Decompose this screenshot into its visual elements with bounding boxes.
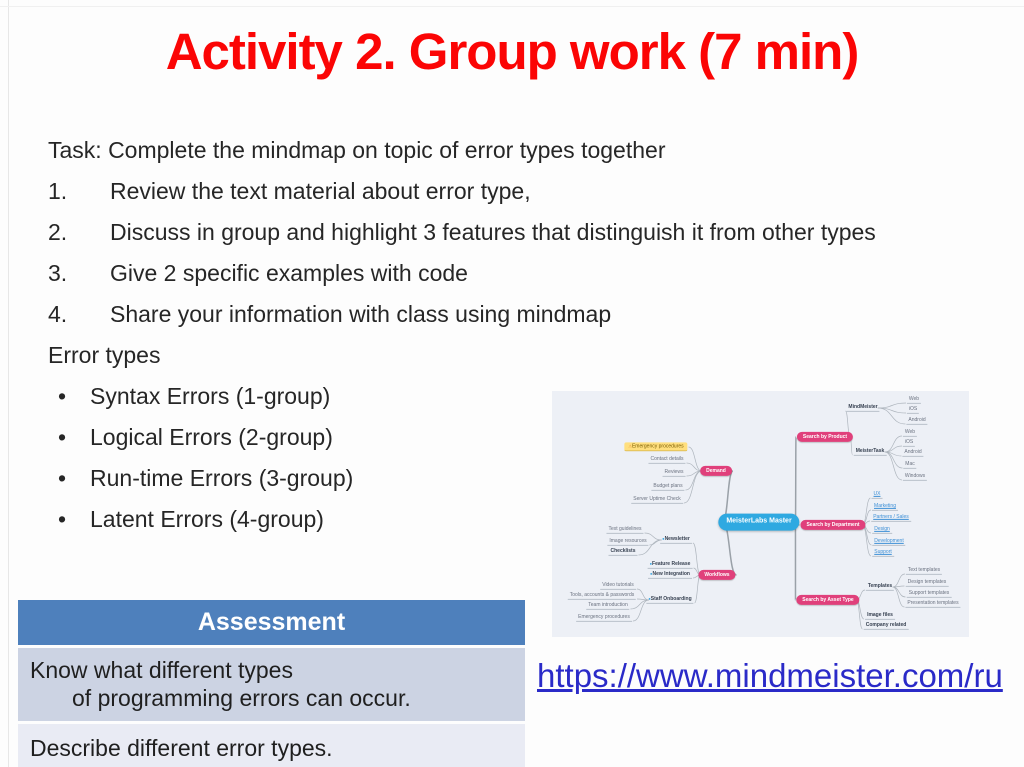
item-text: Discuss in group and highlight 3 feature… [110,219,876,245]
mindmap-node-u2: Marketing [872,503,898,512]
mindmap-node-dept: Search by Department [800,519,866,531]
mindmap-node-s4: Emergency procedures [576,614,632,623]
mindmap-node-s3: Team introduction [586,602,630,611]
mindmap-node-d1: Emergency procedures [624,442,688,452]
numbered-item: 4. Share your information with class usi… [48,294,932,335]
item-text: Review the text material about error typ… [110,178,531,204]
numbered-item: 1. Review the text material about error … [48,171,932,212]
table-row: Describe different error types. [18,724,525,767]
slide-left-edge [8,0,9,767]
error-types-heading: Error types [48,342,161,368]
mindmap-node-u4: Design [872,526,892,535]
mindmap-node-u6: Support [872,549,894,558]
mindmap-node-mta: Android [902,449,924,458]
item-number: 3. [48,260,68,286]
mindmap-node-t2: Design templates [905,579,949,588]
mindmap-node-u1: UX [871,491,883,500]
task-line: Task: Complete the mindmap on topic of e… [48,137,666,163]
mindmap-node-imgfiles: Image files [865,612,895,621]
numbered-item: 2. Discuss in group and highlight 3 feat… [48,212,932,253]
item-number: 1. [48,178,68,204]
mindmap-node-d3: Reviews [662,469,686,478]
item-text: Give 2 specific examples with code [110,260,468,286]
list-item: • Latent Errors (4-group) [48,499,932,540]
mindmap-node-n1: Text guidelines [606,526,644,535]
mindmap-node-mindmeister: MindMeister [846,404,880,413]
bullet-icon: • [58,506,67,532]
content-block: Task: Complete the mindmap on topic of e… [48,130,932,540]
item-text: Run-time Errors (3-group) [90,465,354,491]
mindmap-node-root: MeisterLabs Master [718,513,800,531]
bullet-icon: • [58,383,67,409]
mindmap-node-prod: Search by Product [796,431,854,443]
mindmap-node-meistertask: MeisterTask [853,448,887,457]
mindmap-node-d2: Contact details [648,456,686,465]
item-number: 2. [48,219,68,245]
numbered-item: 3. Give 2 specific examples with code [48,253,932,294]
slide-title: Activity 2. Group work (7 min) [165,23,860,80]
mindmap-node-asset: Search by Asset Type [796,594,860,606]
table-row: Know what different types of programming… [18,648,525,721]
mindmap-node-u3: Partners / Sales [871,514,911,523]
bullet-list: • Syntax Errors (1-group) • Logical Erro… [48,376,932,540]
item-text: Logical Errors (2-group) [90,424,333,450]
mindmap-node-newint: New Integration [648,571,692,580]
item-text: Share your information with class using … [110,301,612,327]
mindmap-node-t3: Support templates [906,590,952,599]
mindmap-node-staff: Staff Onboarding [646,596,694,605]
mindmap-node-workflows: Workflows [698,569,736,581]
mindmap-node-mma: Android [906,417,928,426]
table-cell-line: Know what different types [30,657,293,683]
slide-top-edge [0,6,1024,7]
mindmap-node-mmi: iOS [906,406,920,415]
item-text: Syntax Errors (1-group) [90,383,331,409]
list-item: • Syntax Errors (1-group) [48,376,932,417]
mindmap-node-n3: Checklists [608,548,638,557]
mindmap-node-mtw: Web [902,429,918,438]
mindmap-node-d5: Server Uptime Check [631,496,683,505]
mindmap-node-n2: Image resources [607,538,649,547]
item-text: Latent Errors (4-group) [90,506,324,532]
mindmap-node-d4: Budget plans [651,483,685,492]
mindmeister-link[interactable]: https://www.mindmeister.com/ru [537,657,1003,694]
mindmap-node-mtm: Mac [903,461,917,470]
mindmap-node-s1: Video tutorials [600,582,636,591]
mindmap-node-newsletter: Newsletter [660,536,692,545]
mindmap-node-templates: Templates [865,583,895,592]
mindmap-node-t1: Text templates [905,567,943,576]
assessment-header: Assessment [18,600,525,645]
list-item: • Run-time Errors (3-group) [48,458,932,499]
bullet-icon: • [58,424,67,450]
mindmap-node-company: Company related [863,622,909,631]
mindmap-node-demand: Demand [700,465,732,477]
mindmap-node-mtn: Windows [902,473,928,482]
mindmap-node-mmw: Web [906,396,922,405]
bullet-icon: • [58,465,67,491]
mindmap-node-mti: iOS [902,439,916,448]
assessment-table: Assessment Know what different types of … [18,600,525,767]
mindmap-node-u5: Development [872,538,906,547]
mindmap-node-s2: Tools, accounts & passwords [567,592,637,601]
numbered-list: 1. Review the text material about error … [48,171,932,335]
mindmap-node-feature: Feature Release [647,561,693,570]
item-number: 4. [48,301,68,327]
table-cell-line: of programming errors can occur. [72,685,411,711]
list-item: • Logical Errors (2-group) [48,417,932,458]
mindmap-node-t4: Presentation templates [905,600,961,609]
